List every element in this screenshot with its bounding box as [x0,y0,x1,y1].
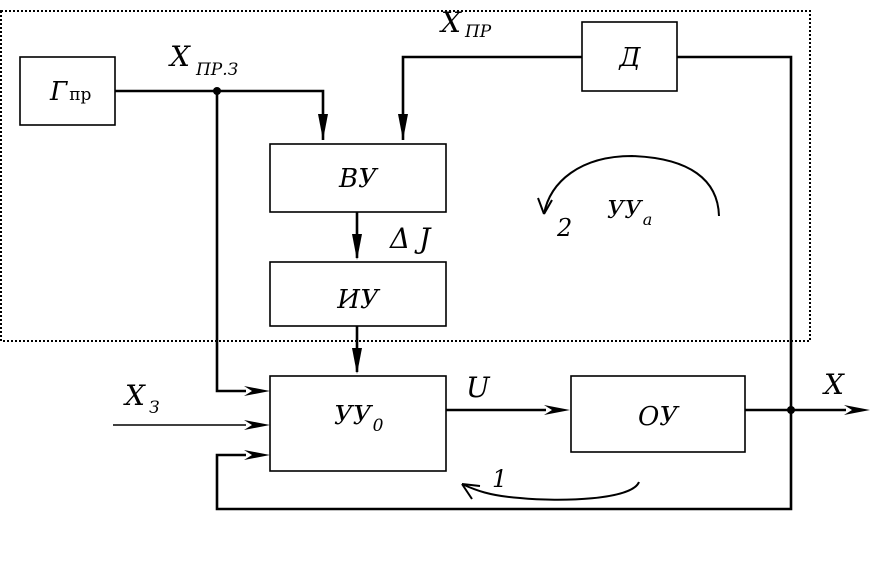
d-label: Д [618,43,641,73]
arrow-into-uu0-top [244,386,270,396]
loop-1-arrowhead [461,483,481,500]
junction-output [787,406,795,414]
loop-2-arrowhead [537,197,553,215]
iu-label: ИУ [336,285,381,315]
wire-output-to-d [677,55,793,410]
loop-2-label: 2 [556,214,572,242]
arrow-into-uu0-from-iu [352,348,362,374]
wire-feedback [215,410,793,511]
x-output-label: X [822,368,845,401]
vu-label: ВУ [338,164,379,194]
loop-1-curve [461,481,640,501]
loop-2-curve [543,154,720,217]
arrow-feedback-into-uu0 [244,450,270,460]
arrow-into-vu-right [398,114,408,140]
arrow-into-iu [352,234,362,260]
uua-label: УУа [607,196,652,229]
arrow-xz-into-uu0 [244,420,270,430]
delta-j-label: Δ J [389,222,432,255]
ou-label: ОУ [638,402,680,432]
block-ou [570,375,746,453]
wire-d-vu [401,55,582,140]
arrow-u-into-ou [544,405,570,415]
block-vu [269,143,447,213]
wire-gpr-vu [115,89,325,140]
block-uu0 [269,375,447,472]
u-label: U [466,371,491,404]
uu0-label: УУ0 [334,401,384,436]
loop-1-label: 1 [492,465,507,493]
wire-xprz-uu0 [215,91,246,393]
adaptive-boundary [0,10,811,342]
block-gpr [19,56,116,126]
arrow-into-vu-left [318,114,328,140]
arrow-output [844,405,870,415]
